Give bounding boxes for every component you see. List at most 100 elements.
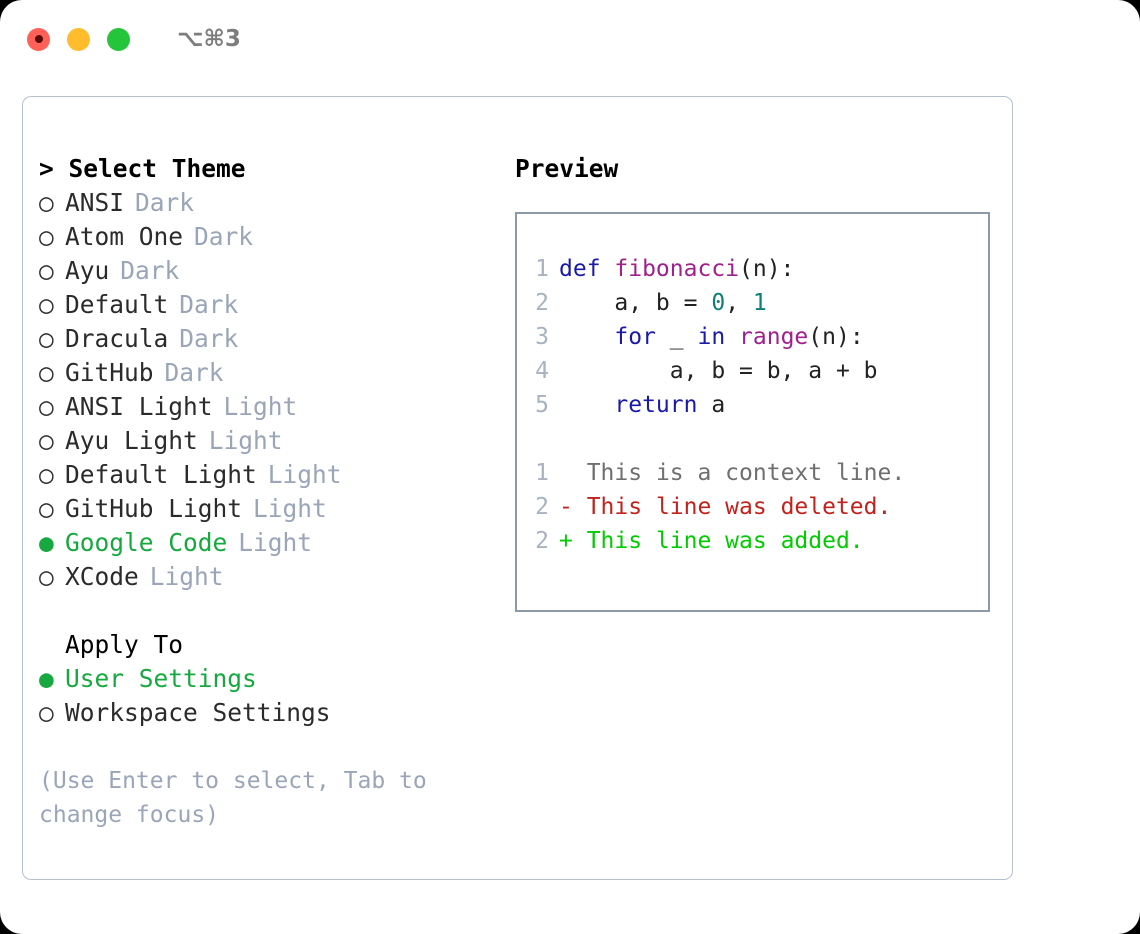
code-token-num: 0 [711,290,726,316]
code-token-pl: a [697,392,726,418]
line-number: 2 [535,290,549,316]
theme-option-tag: Dark [179,324,239,353]
section-spacer [39,594,493,628]
code-line-text: for _ in range(n): [559,320,864,354]
code-token-kw: for [614,324,656,350]
radio-unselected-icon: ○ [39,698,54,727]
code-token-pl: a, b = [559,290,712,316]
theme-option-tag: Light [223,392,298,421]
apply-to-option-label: User Settings [65,664,257,693]
theme-option-label: ANSI Light [65,392,213,421]
radio-unselected-icon: ○ [39,324,54,353]
minimize-window-button[interactable] [67,27,90,51]
code-token-num: 1 [752,290,767,316]
code-line-text: return a [559,388,725,422]
code-line-text: a, b = b, a + b [559,354,878,388]
theme-option-label: Google Code [65,528,228,557]
line-number: 5 [535,392,549,418]
radio-unselected-icon: ○ [39,358,54,387]
radio-unselected-icon: ○ [39,494,54,523]
select-theme-heading: > Select Theme [39,154,246,183]
code-line-text: a, b = 0, 1 [559,286,767,320]
theme-option-tag: Light [267,460,342,489]
radio-selected-icon: ● [39,528,54,557]
theme-option-tag: Dark [194,222,254,251]
code-token-pl [725,324,739,350]
radio-unselected-icon: ○ [39,426,54,455]
keyboard-shortcut-label: ⌥⌘3 [177,26,241,52]
code-line: 5 return a [517,388,988,422]
theme-option-label: Default [65,290,169,319]
code-token-kw: def [559,256,615,282]
theme-option-tag: Dark [164,358,224,387]
diff-line-text: This line was added. [586,528,864,554]
diff-line-ctx: 1 This is a context line. [517,456,988,490]
code-token-fn: fibonacci [614,256,740,282]
code-token-pl [559,324,614,350]
theme-option-tag: Light [253,494,327,523]
theme-option-tag: Dark [120,256,180,285]
theme-option-google-code[interactable]: ● Google Code Light [39,526,493,560]
theme-option-tag: Dark [179,290,239,319]
code-token-pl: (n): [808,324,864,350]
code-line-text: def fibonacci(n): [559,252,794,286]
theme-option-tag: Light [238,528,313,557]
apply-to-option-list: ●User Settings○ Workspace Settings [39,662,493,730]
code-token-pl: a, b = b, a + b [559,358,878,384]
code-token-kw: return [614,392,698,418]
code-token-pl [559,392,614,418]
apply-to-option-workspace-settings[interactable]: ○ Workspace Settings [39,696,493,730]
theme-option-label: GitHub Light [65,494,243,523]
title-bar: ⌥⌘3 [0,0,1140,78]
theme-option-default[interactable]: ○ Default Dark [39,288,493,322]
code-line: 3 for _ in range(n): [517,320,988,354]
maximize-window-button[interactable] [107,27,130,51]
line-number: 1 [535,460,549,486]
code-line: 1 def fibonacci(n): [517,252,988,286]
radio-unselected-icon: ○ [39,562,54,591]
apply-to-heading: Apply To [65,630,184,659]
theme-option-label: GitHub [65,358,154,387]
diff-line-text: This line was deleted. [586,494,892,520]
theme-option-github[interactable]: ○ GitHub Dark [39,356,493,390]
theme-option-tag: Light [149,562,224,591]
radio-unselected-icon: ○ [39,188,54,217]
diff-marker: - [559,494,587,520]
radio-unselected-icon: ○ [39,460,54,489]
theme-option-github-light[interactable]: ○ GitHub Light Light [39,492,493,526]
keyboard-hint-text: (Use Enter to select, Tab to change focu… [39,768,441,828]
code-diff-gap [517,422,988,456]
diff-line-add: 2+ This line was added. [517,524,988,558]
diff-marker: + [559,528,587,554]
code-token-pl: (n): [739,256,795,282]
apply-to-option-label: Workspace Settings [65,698,331,727]
close-window-button[interactable] [27,27,50,51]
line-number: 2 [535,494,549,520]
line-number: 1 [535,256,549,282]
theme-option-tag: Light [208,426,283,455]
window-controls [27,27,130,51]
theme-option-label: Ayu [65,256,110,285]
diff-line-text: This is a context line. [586,460,906,486]
radio-unselected-icon: ○ [39,290,54,319]
diff-sample: 1 This is a context line. 2- This line wa… [517,456,988,558]
apply-to-option-user-settings[interactable]: ●User Settings [39,662,493,696]
line-number: 4 [535,358,549,384]
theme-option-label: ANSI [65,188,125,217]
code-token-kw: in [697,324,726,350]
